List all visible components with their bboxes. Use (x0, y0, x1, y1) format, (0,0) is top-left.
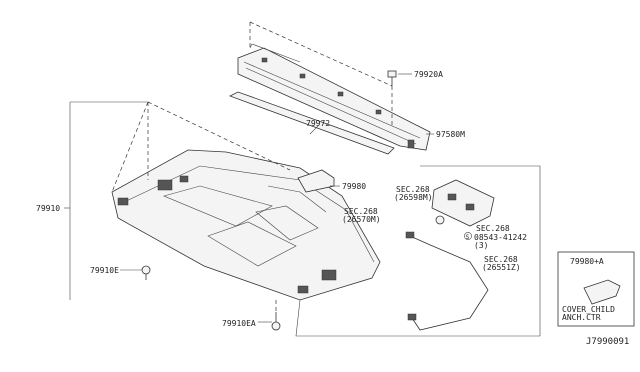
callout-79980: 79980 (342, 182, 366, 191)
section-ref-label: SEC.268 (396, 185, 430, 194)
symbol-circle-s (464, 232, 472, 240)
parcel-shelf-79910 (111, 149, 381, 301)
clip-79910EA (271, 312, 281, 331)
callout-97580M: 97580M (436, 130, 465, 139)
section-ref-number: (26570M) (342, 215, 381, 224)
callout-79910E: 79910E (90, 266, 119, 275)
section-ref-label: SEC.268 (344, 207, 378, 216)
cover-79980 (297, 169, 335, 193)
section-ref-number: (26551Z) (482, 263, 521, 272)
callout-79972: 79972 (306, 119, 330, 128)
callout-79920A: 79920A (414, 70, 443, 79)
inset-box (557, 251, 635, 327)
harness-26551Z (405, 231, 489, 331)
callout-79910EA: 79910EA (222, 319, 256, 328)
upper-bracket-97580M (237, 43, 431, 151)
strip-79972 (228, 91, 395, 155)
inset-caption-line1: COVER_CHILD (562, 305, 615, 314)
inset-caption-line2: ANCH.CTR (562, 313, 601, 322)
speaker-module-26598M (431, 179, 495, 227)
bolt-79920A (387, 70, 397, 86)
diagram-code: J7990091 (586, 337, 629, 347)
section-ref-number: (26598M) (394, 193, 433, 202)
symbol-s: S (466, 234, 470, 241)
inset-part-number: 79980+A (570, 257, 604, 266)
bolt-quantity: (3) (474, 241, 488, 250)
clip-79910E (141, 265, 151, 280)
section-ref-label: SEC.268 (476, 224, 510, 233)
section-ref-label: SEC.268 (484, 255, 518, 264)
callout-79910: 79910 (36, 204, 60, 213)
bolt-part-number: 08543-41242 (474, 233, 527, 242)
